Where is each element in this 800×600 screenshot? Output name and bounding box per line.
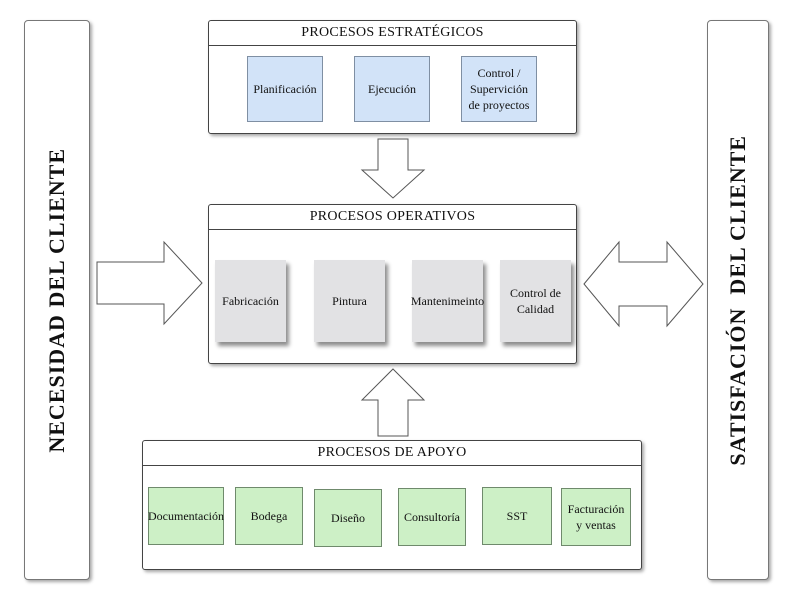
process-box-mantenimiento: Mantenimeinto (411, 260, 484, 342)
strategic-processes-title: PROCESOS ESTRATÉGICOS (209, 21, 576, 46)
process-box-control-supervision: Control / Supervición de proyectos (461, 56, 537, 122)
process-box-bodega: Bodega (235, 487, 303, 545)
support-processes-panel: PROCESOS DE APOYO (142, 440, 642, 570)
customer-need-label: NECESIDAD DEL CLIENTE (44, 147, 69, 453)
customer-satisfaction-label: SATISFACIÓN DEL CLIENTE (725, 134, 750, 466)
process-box-pintura: Pintura (314, 260, 385, 342)
process-box-sst: SST (482, 487, 552, 545)
process-box-ejecucion: Ejecución (354, 56, 430, 122)
process-box-control-calidad: Control de Calidad (500, 260, 571, 342)
down-arrow-icon (360, 138, 426, 199)
support-processes-title: PROCESOS DE APOYO (143, 441, 641, 466)
up-arrow-icon (360, 368, 426, 437)
double-arrow-icon (583, 240, 704, 328)
process-box-planificacion: Planificación (247, 56, 323, 122)
process-box-fabricacion: Fabricación (215, 260, 286, 342)
process-box-facturacion: Facturación y ventas (561, 488, 631, 546)
customer-satisfaction-panel: SATISFACIÓN DEL CLIENTE (707, 20, 769, 580)
right-arrow-icon (96, 240, 203, 326)
process-box-documentacion: Documentación (148, 487, 224, 545)
process-box-consultoria: Consultoría (398, 488, 466, 546)
customer-need-panel: NECESIDAD DEL CLIENTE (24, 20, 90, 580)
operative-processes-title: PROCESOS OPERATIVOS (209, 205, 576, 230)
process-box-diseno: Diseño (314, 489, 382, 547)
